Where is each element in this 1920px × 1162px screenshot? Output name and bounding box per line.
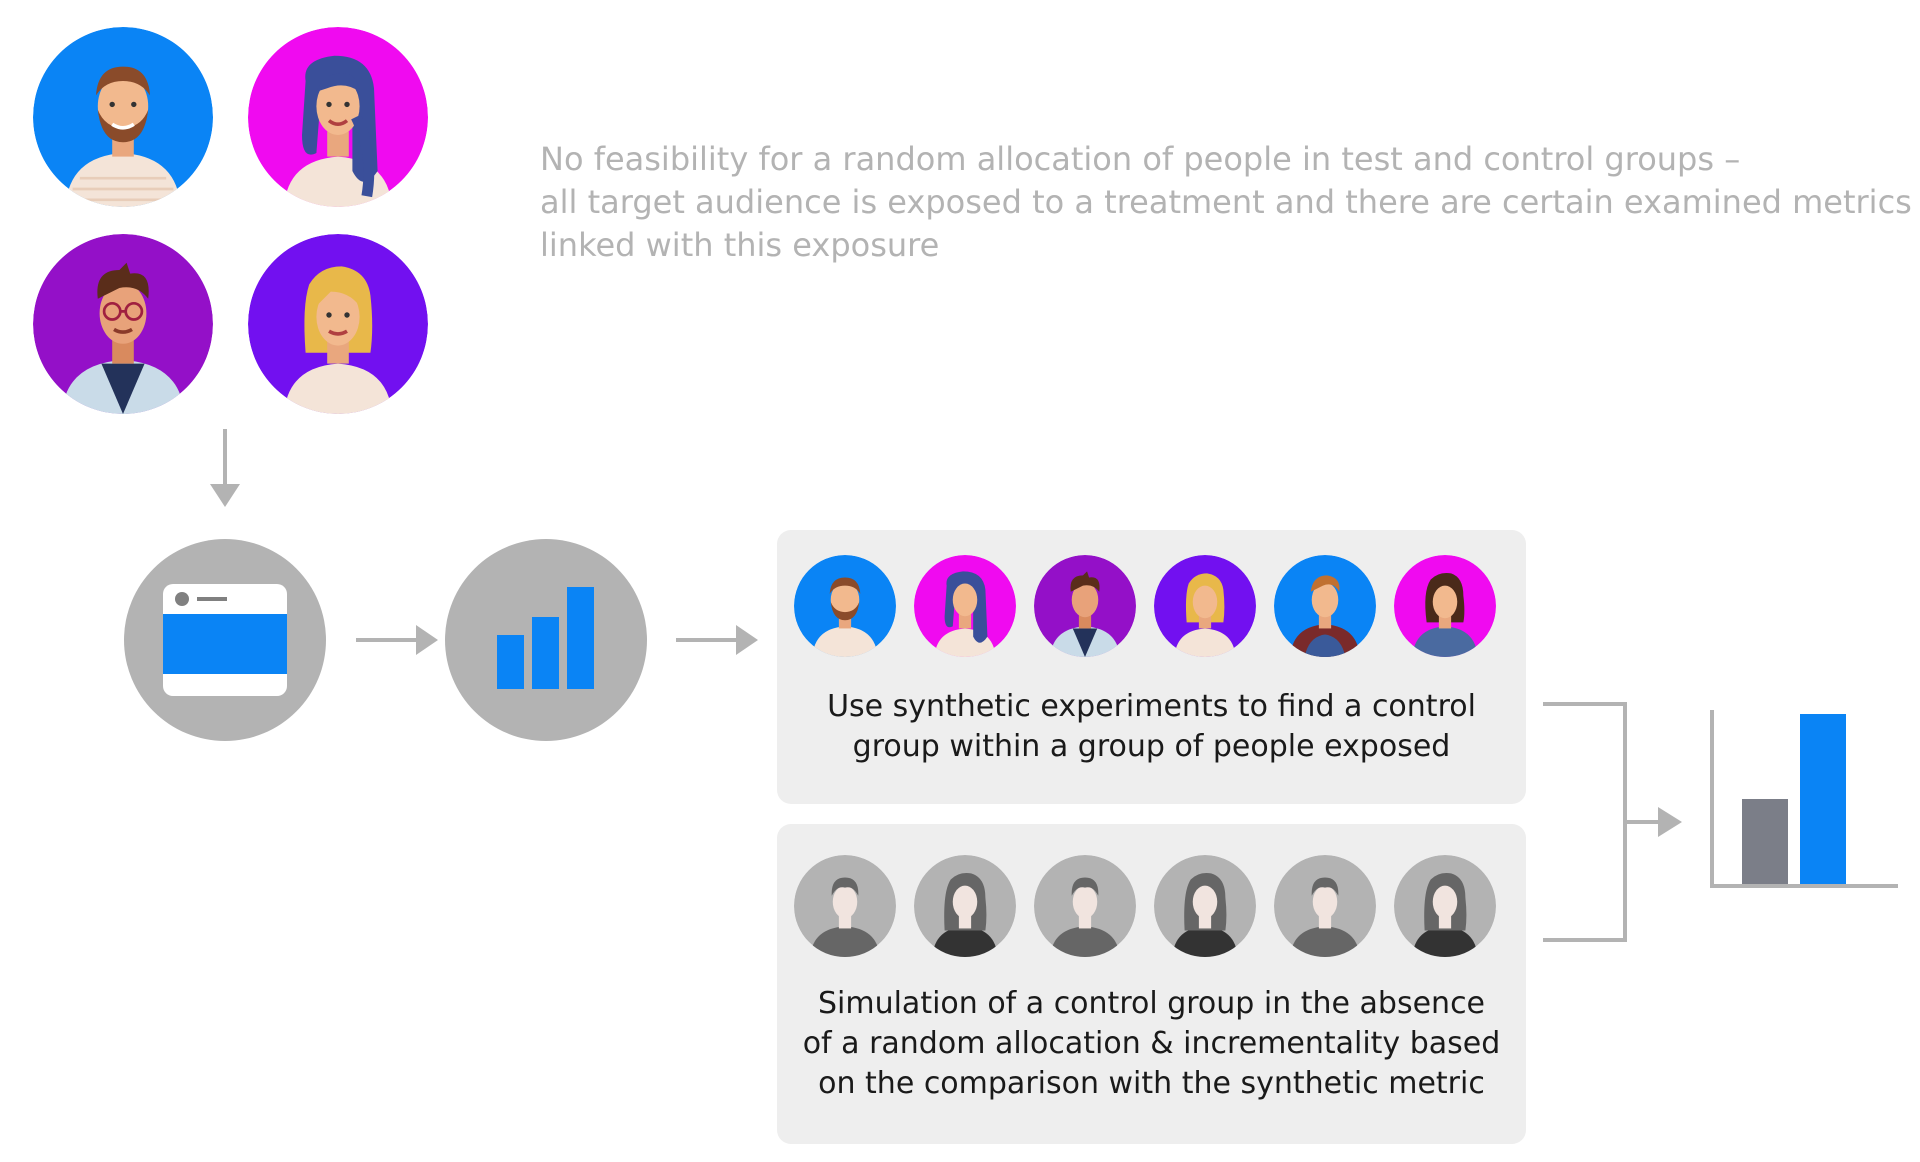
simulation-text: Simulation of a control group in the abs… (777, 984, 1526, 1104)
avatar-man-beard (794, 555, 896, 657)
intro-line-3: linked with this exposure (540, 226, 940, 264)
merge-bracket (1543, 702, 1682, 942)
synthetic-experiments-panel: Use synthetic experiments to find a cont… (777, 530, 1526, 804)
exposure-step (124, 539, 326, 741)
browser-window-icon (163, 584, 287, 696)
simulation-line-1: Simulation of a control group in the abs… (817, 986, 1486, 1021)
simulation-panel: Simulation of a control group in the abs… (777, 824, 1526, 1144)
avatar-man-hoodie (1274, 555, 1376, 657)
arrow-right-icon (676, 625, 758, 655)
metrics-step (445, 539, 647, 741)
placeholder-woman-avatar (1154, 855, 1256, 957)
synthetic-experiments-text: Use synthetic experiments to find a cont… (777, 687, 1526, 767)
avatar-woman-curly (914, 555, 1016, 657)
bar-chart-icon (497, 587, 594, 689)
avatar-man-glasses (33, 234, 213, 414)
avatar-woman-curly (248, 27, 428, 207)
control-bar (1742, 799, 1788, 884)
arrow-down-icon (210, 429, 240, 507)
avatar-woman-blonde (1154, 555, 1256, 657)
arrow-right-icon (356, 625, 438, 655)
simulation-line-2: of a random allocation & incrementality … (802, 1026, 1501, 1061)
comparison-bar-chart-icon (1710, 710, 1898, 888)
synthetic-line-1: Use synthetic experiments to find a cont… (827, 689, 1476, 724)
placeholder-man-avatar (1034, 855, 1136, 957)
placeholder-woman-avatar (1394, 855, 1496, 957)
synthetic-line-2: group within a group of people exposed (852, 729, 1451, 764)
avatar-woman-blonde (248, 234, 428, 414)
placeholder-woman-avatar (914, 855, 1016, 957)
avatar-woman-dark-hair (1394, 555, 1496, 657)
treatment-bar (1800, 714, 1846, 884)
placeholder-man-avatar (794, 855, 896, 957)
intro-line-2: all target audience is exposed to a trea… (540, 183, 1912, 221)
intro-line-1: No feasibility for a random allocation o… (540, 140, 1741, 178)
placeholder-man-avatar (1274, 855, 1376, 957)
avatar-man-beard (33, 27, 213, 207)
avatar-man-glasses (1034, 555, 1136, 657)
simulation-line-3: on the comparison with the synthetic met… (818, 1066, 1485, 1101)
intro-text: No feasibility for a random allocation o… (540, 138, 1912, 267)
